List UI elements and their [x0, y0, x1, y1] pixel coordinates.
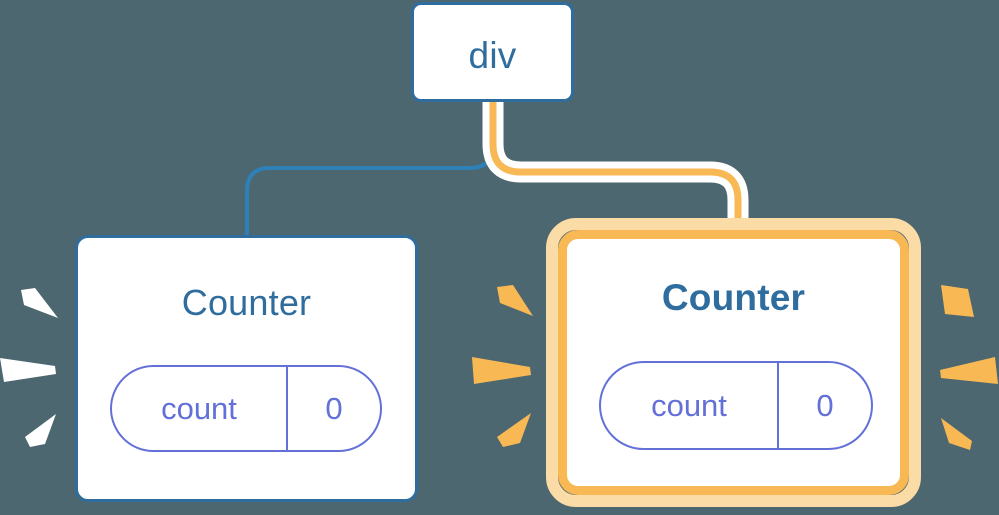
- sparks-orange-middle: [472, 285, 533, 447]
- sparks-orange-right: [940, 285, 998, 450]
- state-value-right: 0: [777, 363, 871, 448]
- state-key-left: count: [161, 391, 237, 426]
- node-div-label: div: [468, 35, 517, 76]
- node-counter-left-title: Counter: [181, 282, 312, 323]
- spark-orange-mid-bottom-icon: [497, 413, 531, 447]
- node-div[interactable]: div: [411, 2, 574, 102]
- spark-orange-right-center-icon: [940, 357, 998, 384]
- spark-orange-right-bottom-icon: [941, 418, 972, 450]
- spark-white-middle-icon: [0, 358, 56, 382]
- state-pill-left: count 0: [110, 365, 382, 452]
- sparks-white-left: [0, 288, 58, 447]
- spark-orange-right-top-icon: [941, 285, 974, 317]
- node-counter-right-glow: [546, 218, 921, 507]
- spark-white-top-icon: [21, 288, 58, 318]
- state-key-right: count: [651, 388, 727, 423]
- node-counter-right-title: Counter: [661, 277, 806, 318]
- spark-orange-mid-top-icon: [497, 285, 533, 316]
- spark-white-bottom-icon: [25, 414, 56, 447]
- state-value-left: 0: [286, 367, 380, 450]
- edge-div-to-right-counter: [489, 98, 742, 236]
- spark-orange-mid-center-icon: [472, 357, 531, 384]
- state-pill-right: count 0: [599, 361, 873, 450]
